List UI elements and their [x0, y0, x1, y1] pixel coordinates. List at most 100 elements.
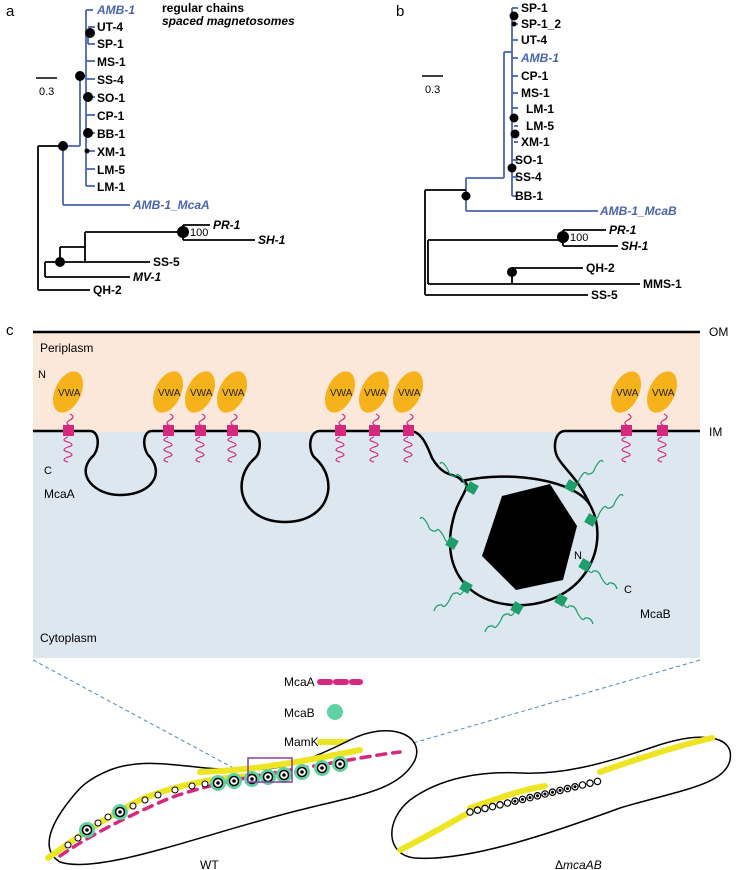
wt-mamk-right	[197, 747, 363, 775]
mutant-label: ΔmcaAB	[555, 858, 602, 870]
vwa-domain	[392, 371, 424, 413]
magnetite	[232, 779, 236, 783]
mcab-protein	[564, 459, 604, 493]
taxon-b-ss5: SS-5	[591, 288, 618, 302]
mcab-coil	[419, 516, 453, 544]
taxon-a-0: AMB-1	[96, 3, 135, 17]
vwa-domain	[184, 371, 216, 413]
wt-label: WT	[200, 858, 219, 870]
mcab-coil	[570, 459, 604, 487]
mcab-protein	[578, 558, 618, 590]
magnetite	[85, 828, 89, 832]
panel-b-tree: b 0.3	[396, 1, 682, 302]
tm-domain	[163, 425, 174, 436]
empty-magnetosome	[94, 819, 102, 827]
cytoplasmic-tail	[195, 436, 205, 463]
linker	[660, 413, 668, 427]
n-terminus-label-b: N	[574, 550, 582, 562]
vwa-label: VWA	[330, 388, 353, 399]
taxon-a-7: BB-1	[97, 127, 125, 141]
cytoplasmic-tail	[335, 436, 345, 463]
mcab-coil	[433, 586, 467, 612]
c-terminus-label-b: C	[624, 584, 632, 596]
taxon-b-3: AMB-1	[520, 51, 559, 65]
taxon-a-4: SS-4	[97, 73, 124, 87]
tm-domain	[63, 425, 74, 436]
cytoplasm-region	[33, 432, 700, 658]
empty-magnetosome	[64, 841, 72, 849]
mcab-protein	[484, 601, 524, 633]
vwa-label: VWA	[158, 388, 181, 399]
magnetosome	[503, 799, 512, 807]
magnetite-crystal	[482, 484, 577, 590]
mcab-protein	[419, 516, 459, 550]
magnetite	[551, 790, 554, 794]
om-label: OM	[709, 325, 728, 339]
magnetosome	[586, 779, 594, 788]
legend-spaced-magnetosomes: spaced magnetosomes	[162, 14, 295, 28]
legend-mcab-swatch	[327, 704, 343, 720]
magnetite	[266, 775, 270, 779]
mcaa-protein: VWA	[358, 371, 390, 463]
taxon-b-6: LM-1	[526, 102, 554, 116]
magnetosome	[593, 777, 602, 786]
inner-membrane-right	[553, 429, 700, 506]
im-label: IM	[709, 425, 722, 439]
magnetite	[558, 788, 562, 792]
linker	[230, 413, 238, 427]
magnetite	[521, 797, 524, 801]
wt-cell: WT	[45, 730, 418, 870]
vwa-label: VWA	[222, 388, 245, 399]
vwa-domain	[152, 371, 184, 413]
panel-c-letter: c	[6, 322, 14, 339]
tm-domain	[195, 425, 206, 436]
taxon-b-2: UT-4	[521, 33, 547, 47]
vwa-domain	[52, 371, 84, 413]
magnetosome	[496, 800, 504, 809]
tm-domain	[403, 425, 414, 436]
taxon-a-9: LM-5	[97, 163, 125, 177]
mutant-mamk-3	[597, 735, 715, 775]
mcab-label: McaB	[640, 607, 671, 621]
magnetite	[566, 787, 569, 791]
magnetosome	[473, 806, 482, 815]
vwa-label: VWA	[398, 388, 421, 399]
mcaa-protein: VWA	[152, 371, 184, 463]
c-terminus-label-a: C	[44, 465, 52, 477]
vwa-domain	[324, 371, 356, 413]
linker	[372, 413, 380, 427]
taxon-a-pr1: PR-1	[213, 218, 241, 232]
vwa-label: VWA	[616, 388, 639, 399]
tm-domain	[227, 425, 238, 436]
taxon-a-mcaa: AMB-1_McaA	[132, 198, 210, 212]
taxon-a-1: UT-4	[97, 20, 123, 34]
taxon-b-mcab: AMB-1_McaB	[599, 204, 677, 218]
legend-mcab-label: McaB	[284, 706, 315, 720]
taxon-a-qh2: QH-2	[93, 283, 122, 297]
black-tree-a	[37, 145, 255, 291]
vwa-domain	[610, 371, 642, 413]
taxon-b-8: XM-1	[521, 135, 550, 149]
magnetite	[338, 762, 342, 766]
empty-magnetosome	[104, 813, 112, 821]
taxon-b-5: MS-1	[521, 86, 550, 100]
taxon-b-9: SO-1	[515, 153, 543, 167]
mcab-protein	[554, 593, 594, 625]
taxon-a-sh1: SH-1	[258, 233, 286, 247]
panel-b-letter: b	[396, 3, 404, 20]
mcaa-protein: VWA	[52, 371, 84, 463]
linker	[66, 413, 74, 427]
taxon-b-qh2: QH-2	[586, 261, 615, 275]
magnetite	[118, 810, 122, 814]
magnetosome	[466, 808, 474, 816]
delta-symbol: Δ	[555, 858, 563, 870]
linker	[624, 413, 632, 427]
tm-domain	[369, 425, 380, 436]
linker	[166, 413, 174, 427]
mcaa-protein: VWA	[392, 371, 424, 463]
taxon-b-pr1: PR-1	[609, 223, 637, 237]
mcaa-protein: VWA	[646, 371, 678, 463]
cytoplasmic-tail	[227, 436, 237, 463]
